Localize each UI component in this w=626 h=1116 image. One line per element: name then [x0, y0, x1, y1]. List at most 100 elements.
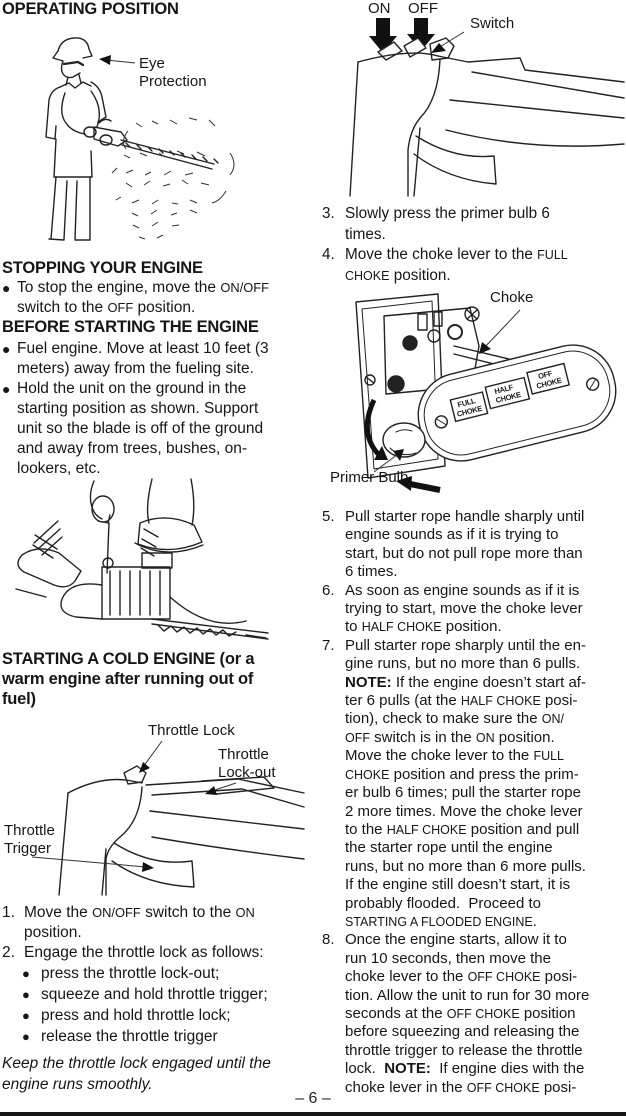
- step-text: Engage the throttle lock as follows:: [24, 944, 264, 961]
- throttle-figure: Throttle Lock Throttle Lock-out Throttle…: [4, 722, 305, 896]
- step-item: 2. Engage the throttle lock as follows:: [2, 943, 310, 963]
- before-starting-list: ●︎ Fuel engine. Move at least 10 feet (3…: [2, 339, 310, 479]
- eye-protection-label: Eye: [139, 55, 165, 72]
- pointer-line: [105, 59, 136, 64]
- step-number: 1.: [2, 904, 15, 921]
- eye-protection-pointer: [99, 55, 136, 65]
- sub-bullet-text: squeeze and hold throttle trigger;: [41, 986, 268, 1003]
- sub-bullet-item: ●︎ press the throttle lock-out;: [2, 963, 310, 984]
- bullet-icon: ●︎: [22, 1029, 30, 1044]
- plate-word: OFF: [537, 369, 554, 381]
- off-label: OFF: [408, 0, 438, 17]
- throttle-drawing: [58, 765, 305, 896]
- throttle-trigger-pointer: [31, 856, 154, 872]
- step-number: 5.: [322, 508, 335, 525]
- heading-operating-position: OPERATING POSITION: [2, 0, 179, 18]
- hedge-scribble: [111, 117, 235, 240]
- throttle-trigger-label: Throttle: [4, 822, 55, 839]
- bullet-icon: ●︎: [22, 966, 30, 981]
- throttle-trigger-label: Trigger: [4, 840, 51, 857]
- step-number: 6.: [322, 581, 335, 599]
- primer-bulb-label: Primer Bulb: [330, 469, 408, 486]
- step-number: 7.: [322, 636, 335, 654]
- numbered-steps: 5. Pull starter rope handle sharply unti…: [322, 508, 624, 1097]
- bullet-icon: ●︎: [2, 381, 11, 397]
- switch-drawing: [349, 37, 625, 197]
- bullet-icon: ●︎: [2, 280, 11, 296]
- closing-note: Keep the throttle lock engaged until the…: [2, 1055, 271, 1093]
- choke-figure: FULL CHOKE HALF CHOKE OFF CHOKE: [330, 289, 617, 493]
- throttle-lockout-label: Lock-out: [218, 764, 276, 781]
- throttle-lockout-label: Throttle: [218, 746, 269, 763]
- bullet-icon: ●︎: [22, 987, 30, 1002]
- bullet-icon: ●︎: [2, 341, 11, 357]
- primer-bulb-drawing: [382, 422, 426, 458]
- primer-pointer: [373, 449, 404, 473]
- switch-pointer: [431, 31, 465, 53]
- list-item: ●︎ Fuel engine. Move at least 10 feet (3…: [2, 339, 310, 379]
- sub-bullet-item: ●︎ press and hold throttle lock;: [2, 1005, 310, 1026]
- choke-pointer: [479, 309, 521, 354]
- off-arrow-icon: [407, 18, 435, 51]
- switch-figure: ON OFF Switch: [349, 0, 625, 197]
- operator-figure: Eye Protection: [45, 37, 235, 241]
- step-number: 3.: [322, 205, 335, 222]
- pointer-arrow-icon: [99, 55, 111, 65]
- throttle-lock-pointer: [139, 740, 163, 773]
- right-column: ON OFF Switch: [322, 0, 625, 1097]
- page-number: – 6 –: [295, 1090, 331, 1107]
- left-column: OPERATING POSITION: [2, 0, 310, 1095]
- rotate-arrow-icon: [364, 398, 382, 458]
- sub-bullet-text: press and hold throttle lock;: [41, 1007, 231, 1024]
- choke-plate: FULL CHOKE HALF CHOKE OFF CHOKE: [417, 344, 617, 462]
- operator-drawing: [45, 37, 219, 241]
- direction-arrow-head-icon: [396, 476, 412, 491]
- choke-label: Choke: [490, 289, 533, 306]
- step-item: 5. Pull starter rope handle sharply unti…: [322, 508, 624, 582]
- sub-bullet-item: ●︎ squeeze and hold throttle trigger;: [2, 984, 310, 1005]
- ground-start-drawing: [15, 478, 269, 640]
- step-number: 4.: [322, 246, 335, 263]
- eye-protection-label: Protection: [139, 73, 207, 90]
- sub-bullet-item: ●︎ release the throttle trigger: [2, 1026, 310, 1047]
- plate-word: FULL: [457, 396, 477, 409]
- choke-drawing: [355, 293, 531, 479]
- sub-bullet-text: press the throttle lock-out;: [41, 965, 220, 982]
- throttle-lockout-pointer: [205, 782, 237, 795]
- bullet-icon: ●︎: [22, 1008, 30, 1023]
- scan-edge: [0, 1112, 626, 1116]
- throttle-lock-label: Throttle Lock: [148, 722, 235, 739]
- ground-start-figure: [15, 478, 269, 640]
- direction-arrow-icon: [409, 481, 441, 493]
- step-item: 7. Pull starter rope sharply until the e…: [322, 637, 624, 932]
- step-number: 8.: [322, 931, 335, 949]
- step-number: 2.: [2, 944, 15, 961]
- sub-bullet-text: release the throttle trigger: [41, 1028, 218, 1045]
- switch-label: Switch: [470, 15, 514, 32]
- rotate-arrow-head-icon: [374, 446, 388, 460]
- heading-stopping-engine: STOPPING YOUR ENGINE: [2, 259, 203, 277]
- on-label: ON: [368, 0, 391, 17]
- heading-before-starting: BEFORE STARTING THE ENGINE: [2, 318, 259, 336]
